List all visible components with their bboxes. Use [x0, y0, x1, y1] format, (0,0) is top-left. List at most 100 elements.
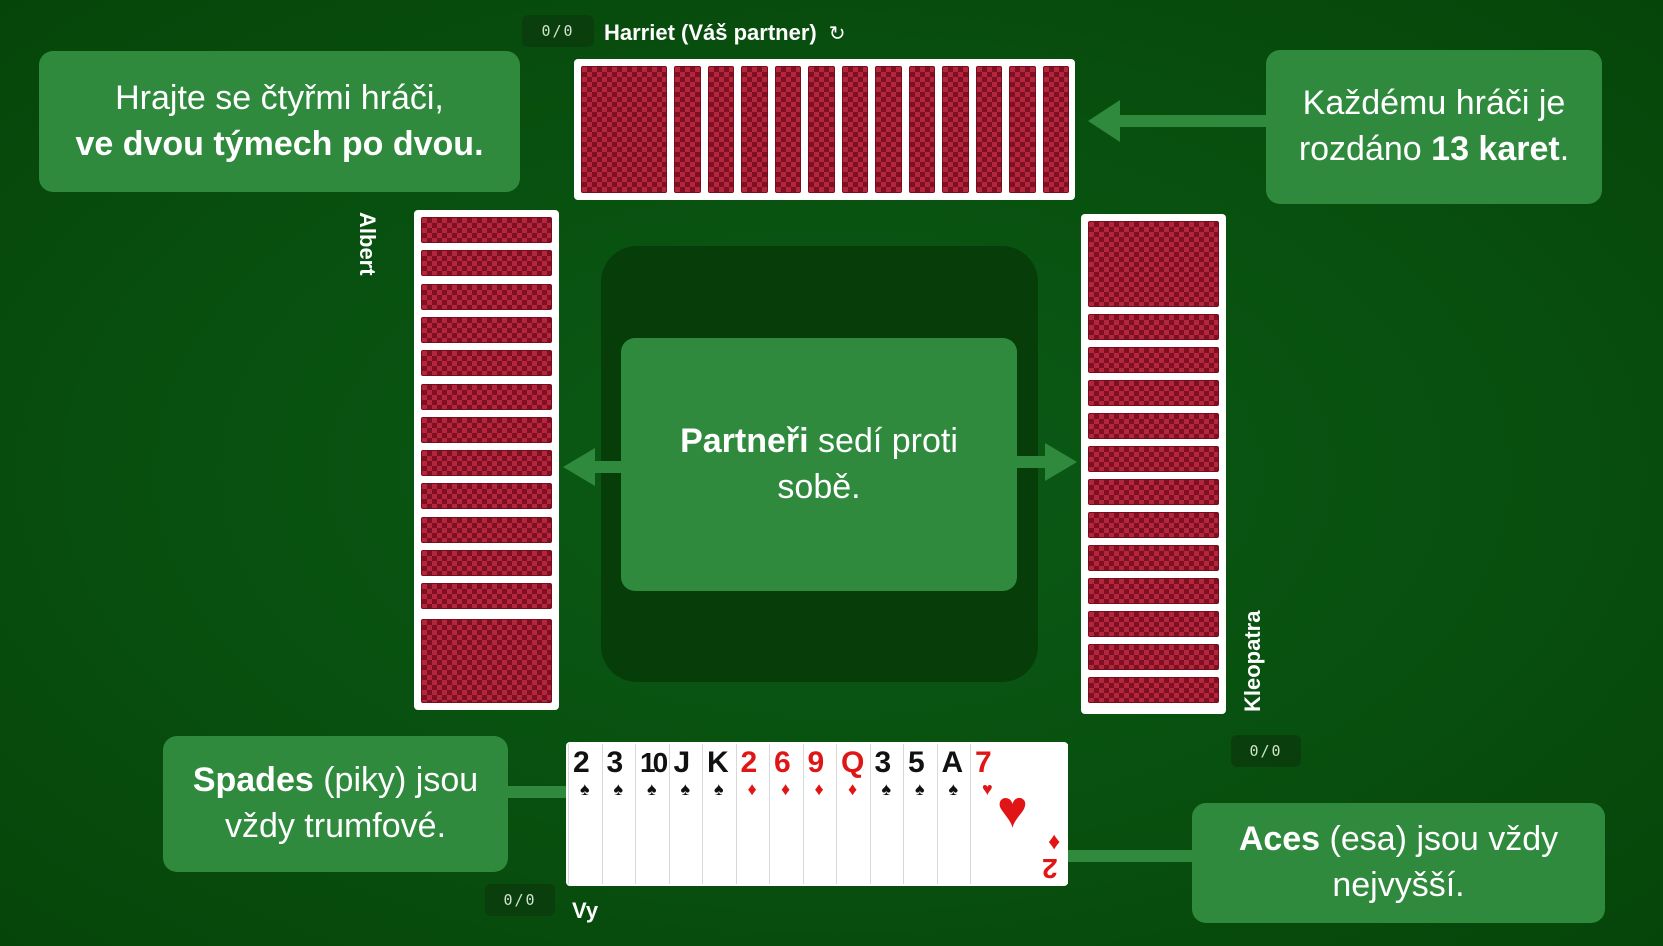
hand-card[interactable]: 7♥♥♦2: [970, 744, 1068, 884]
north-card-back: [1042, 66, 1069, 193]
card-rank: 9: [807, 746, 825, 779]
hand-card[interactable]: A♠: [936, 744, 971, 884]
card-rank: 10: [640, 747, 668, 778]
tip-partners: Partneři sedí proti sobě.: [621, 338, 1017, 591]
north-card-back: [942, 66, 969, 193]
tip-spades-rest1: (piky) jsou: [313, 761, 479, 800]
north-card-back: [875, 66, 902, 193]
west-card-back: [421, 550, 552, 576]
north-card-back: [841, 66, 868, 193]
card-suit-icon: ♠: [915, 779, 925, 799]
north-card-back: [774, 66, 801, 193]
card-corner-suit-icon: ♦: [1047, 829, 1060, 856]
west-card-back: [421, 316, 552, 343]
tip-aces-rest1: (esa) jsou vždy: [1320, 820, 1559, 859]
hand-card[interactable]: 2♦: [735, 744, 770, 884]
east-card-back: [1088, 479, 1219, 505]
east-card-back: [1088, 347, 1219, 373]
hand-card[interactable]: 3♠: [601, 744, 636, 884]
tip-aces-bold: Aces: [1238, 820, 1321, 859]
north-card-back: [741, 66, 768, 193]
tip-thirteen-line1: Každému hráči je: [1302, 84, 1566, 123]
card-rank: 2: [573, 746, 590, 779]
east-player-name: Kleopatra: [1240, 610, 1265, 712]
hand-card[interactable]: 9♦: [802, 744, 837, 884]
north-player-name: Harriet (Váš partner) ↻: [604, 20, 846, 46]
east-card-back: [1088, 611, 1219, 637]
west-card-back: [421, 283, 552, 310]
card-suit-icon: ♠: [647, 779, 657, 799]
arrow-left-icon: [563, 448, 595, 486]
east-hand: [1081, 214, 1226, 714]
north-player-label: Harriet (Váš partner): [604, 20, 817, 45]
card-suit-icon: ♠: [881, 779, 892, 799]
west-card-back: [421, 516, 552, 543]
west-card-back: [421, 619, 552, 703]
card-rank: K: [707, 746, 729, 779]
card-suit-icon: ♦: [781, 779, 791, 799]
east-card-back: [1088, 512, 1219, 538]
east-card-back: [1088, 314, 1219, 340]
hand-card[interactable]: J♠: [668, 744, 703, 884]
tip-partners-bold: Partneři: [680, 421, 809, 460]
card-rank: 6: [774, 746, 791, 779]
east-card-back: [1088, 578, 1219, 604]
north-card-back: [908, 66, 935, 193]
heart-icon: ♥: [997, 781, 1028, 839]
north-card-back: [674, 66, 701, 193]
arrow-right-icon: [1045, 443, 1077, 481]
west-card-back: [421, 350, 552, 377]
tip-thirteen-cards: Každému hráči je rozdáno 13 karet.: [1266, 50, 1602, 204]
tip-spades-line2: vždy trumfové.: [224, 807, 447, 845]
east-card-back: [1088, 545, 1219, 571]
north-card-back: [1009, 66, 1036, 193]
east-card-back: [1088, 677, 1219, 703]
card-corner-rank: 2: [1042, 853, 1058, 884]
tip-thirteen-line2-post: .: [1559, 130, 1570, 168]
east-card-back: [1088, 644, 1219, 670]
north-score: 0/0: [522, 15, 594, 47]
card-rank: Q: [841, 746, 865, 779]
card-suit-icon: ♠: [680, 779, 691, 799]
card-rank: 3: [606, 746, 624, 779]
card-rank: 2: [740, 746, 758, 779]
hand-card[interactable]: K♠: [702, 744, 736, 884]
south-player-name: Vy: [572, 898, 599, 923]
tip-thirteen-line2-pre: rozdáno: [1298, 130, 1432, 168]
hand-card[interactable]: 3♠: [869, 744, 904, 884]
card-rank: J: [673, 746, 691, 779]
hand-card[interactable]: Q♦: [836, 744, 870, 884]
west-player-name: Albert: [355, 212, 380, 276]
west-card-back: [421, 416, 552, 443]
tip-four-players-line1: Hrajte se čtyřmi hráči,: [115, 78, 444, 117]
north-card-back: [707, 66, 734, 193]
refresh-icon[interactable]: ↻: [828, 23, 846, 45]
west-card-back: [421, 250, 552, 277]
card-rank: A: [941, 746, 964, 779]
north-card-back: [808, 66, 835, 193]
card-suit-icon: ♦: [747, 779, 757, 799]
hand-card[interactable]: 2♠: [568, 744, 602, 884]
tip-spades-trump: Spades (piky) jsou vždy trumfové.: [163, 736, 508, 872]
south-score: 0/0: [485, 884, 555, 916]
player-hand: 2♠3♠10♠J♠K♠2♦6♦9♦Q♦3♠5♠A♠7♥♥♦2: [566, 742, 1068, 886]
west-card-back: [421, 383, 552, 410]
card-suit-icon: ♦: [848, 779, 858, 799]
hand-card[interactable]: 10♠: [635, 744, 669, 884]
north-card-back: [581, 66, 667, 193]
tip-four-players-line2: ve dvou týmech po dvou.: [75, 124, 484, 163]
arrow-left-icon: [1088, 100, 1120, 142]
hand-card[interactable]: 6♦: [769, 744, 803, 884]
card-suit-icon: ♠: [948, 779, 959, 799]
east-score: 0/0: [1231, 735, 1301, 767]
north-card-back: [975, 66, 1002, 193]
east-card-back: [1088, 413, 1219, 439]
card-rank: 7: [975, 746, 992, 779]
hand-card[interactable]: 5♠: [903, 744, 937, 884]
card-suit-icon: ♦: [814, 779, 824, 799]
card-suit-icon: ♠: [580, 779, 590, 799]
north-hand: [574, 59, 1075, 200]
tip-spades-bold: Spades: [192, 761, 314, 800]
east-card-back: [1088, 380, 1219, 406]
west-card-back: [421, 450, 552, 477]
